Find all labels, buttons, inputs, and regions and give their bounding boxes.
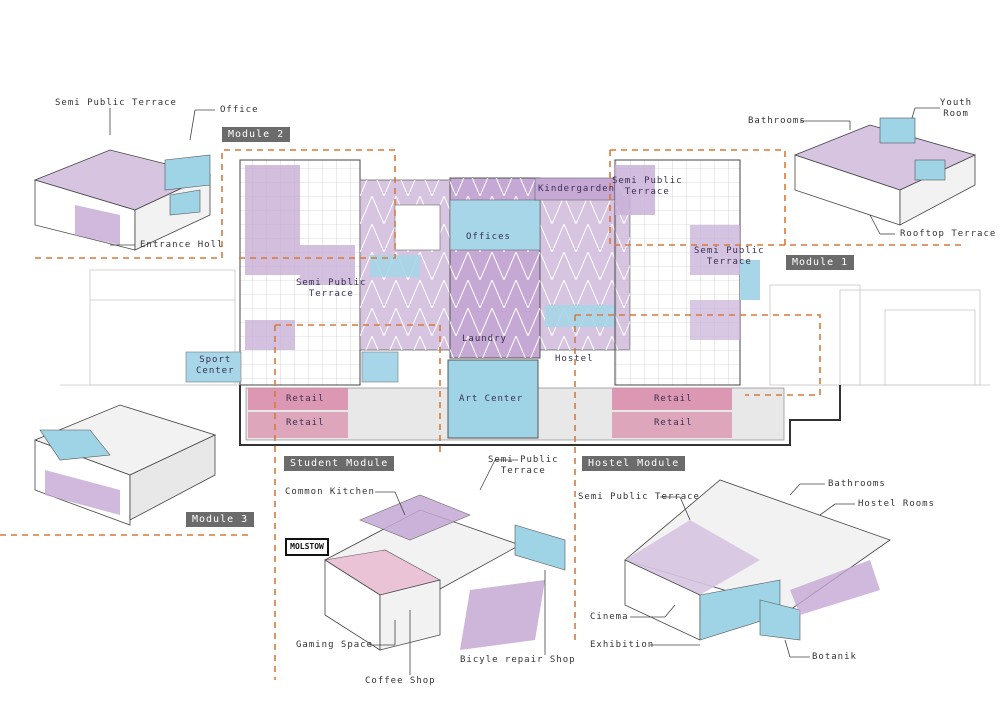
label-office: Office <box>220 105 259 115</box>
label-retail-l2: Retail <box>286 418 325 428</box>
label-retail-r2: Retail <box>654 418 693 428</box>
tag-module-1: Module 1 <box>786 255 855 270</box>
label-semi-public-terrace-left: Semi Public Terrace <box>296 278 367 299</box>
iso-module-1 <box>793 117 977 226</box>
label-rooftop-terrace: Rooftop Terrace <box>900 229 997 239</box>
molstow-logo: MOLSTOW <box>285 538 329 556</box>
label-art-center: Art Center <box>459 394 524 404</box>
right-tower <box>614 159 760 386</box>
label-retail-r1: Retail <box>654 394 693 404</box>
label-semi-public-terrace-top: Semi Public Terrace <box>612 176 683 197</box>
tag-module-2: Module 2 <box>222 127 291 142</box>
tag-hostel-module: Hostel Module <box>582 456 686 471</box>
label-botanik: Botanik <box>812 652 857 662</box>
label-coffee-shop: Coffee Shop <box>365 676 436 686</box>
label-semi-public-terrace-student: Semi Public Terrace <box>488 455 559 476</box>
label-semi-public-terrace-tl: Semi Public Terrace <box>55 98 177 108</box>
iso-module-2 <box>33 149 212 251</box>
leader-lines <box>109 107 940 675</box>
label-retail-l1: Retail <box>286 394 325 404</box>
label-entrance-holl: Entrance Holl <box>140 240 224 250</box>
label-common-kitchen: Common Kitchen <box>285 487 375 497</box>
label-bathrooms-tr: Bathrooms <box>748 116 806 126</box>
label-exhibition: Exhibition <box>590 640 655 650</box>
label-hostel: Hostel <box>555 354 594 364</box>
left-tower <box>185 159 399 386</box>
label-bicycle-repair-shop: Bicyle repair Shop <box>460 655 576 665</box>
label-kindergarden: Kindergarden <box>538 184 616 194</box>
central-core <box>447 177 616 439</box>
label-semi-public-terrace-hostel: Semi Public Terrace <box>578 492 700 502</box>
label-youth-room: Youth Room <box>940 98 973 119</box>
label-semi-public-terrace-right: Semi Public Terrace <box>694 246 765 267</box>
label-bathrooms-br: Bathrooms <box>828 479 886 489</box>
label-cinema: Cinema <box>590 612 629 622</box>
iso-hostel-module <box>624 479 891 641</box>
label-hostel-rooms: Hostel Rooms <box>858 499 936 509</box>
module-boundaries <box>0 149 965 680</box>
label-offices: Offices <box>466 232 511 242</box>
retail-blocks <box>248 388 732 438</box>
iso-student-module <box>324 494 566 651</box>
iso-module-3 <box>33 404 217 526</box>
label-sport-center: Sport Center <box>196 355 235 376</box>
label-gaming-space: Gaming Space <box>296 640 374 650</box>
context-buildings <box>60 269 990 386</box>
label-laundry: Laundry <box>462 334 507 344</box>
tag-student-module: Student Module <box>284 456 395 471</box>
tag-module-3: Module 3 <box>186 512 255 527</box>
